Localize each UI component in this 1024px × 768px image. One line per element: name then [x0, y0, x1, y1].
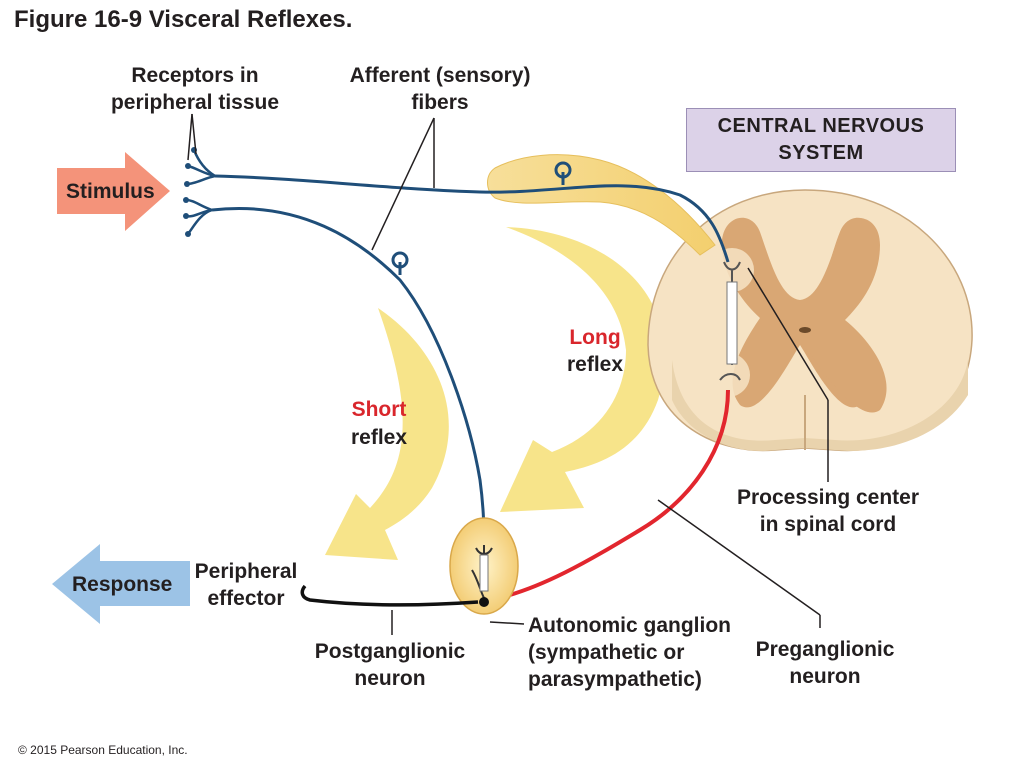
ganglion-cell — [479, 597, 489, 607]
figure-title: Figure 16-9 Visceral Reflexes. — [14, 6, 353, 33]
long-reflex-label-2: reflex — [566, 353, 624, 376]
preganglionic-label: Preganglionic neuron — [755, 638, 895, 688]
receptors-label: Receptors in peripheral tissue — [110, 64, 280, 114]
autonomic-ganglion-label: Autonomic ganglion (sympathetic or paras… — [528, 614, 731, 691]
cns-label: CENTRAL NERVOUS SYSTEM — [717, 115, 925, 164]
short-reflex-label-2: reflex — [350, 426, 408, 449]
afferent-cell-body-2 — [391, 251, 409, 269]
copyright: © 2015 Pearson Education, Inc. — [18, 743, 188, 757]
stimulus-label: Stimulus — [66, 180, 155, 203]
short-reflex-arrow — [325, 308, 449, 560]
interneuron-axon — [726, 281, 738, 365]
postganglionic-label: Postganglionic neuron — [314, 640, 466, 690]
long-reflex-label-1: Long — [569, 326, 621, 349]
response-label: Response — [72, 573, 173, 596]
leader-lines — [187, 113, 829, 635]
processing-center-label: Processing center in spinal cord — [736, 486, 920, 536]
short-reflex-label-1: Short — [351, 398, 407, 421]
postganglionic-fiber — [300, 584, 479, 607]
stimulus-arrow — [57, 152, 170, 231]
afferent-cell-body — [554, 161, 572, 179]
receptor-endings — [185, 149, 216, 235]
dorsal-root-ganglion — [487, 154, 716, 256]
response-arrow — [52, 544, 190, 624]
peripheral-effector-label: Peripheral effector — [194, 560, 298, 610]
preganglionic-fiber — [489, 389, 730, 602]
ganglion-axon — [479, 554, 489, 592]
spinal-cord — [647, 189, 973, 452]
afferent-label: Afferent (sensory) fibers — [349, 64, 531, 114]
long-reflex-arrow — [500, 227, 665, 512]
cns-box — [686, 108, 956, 172]
